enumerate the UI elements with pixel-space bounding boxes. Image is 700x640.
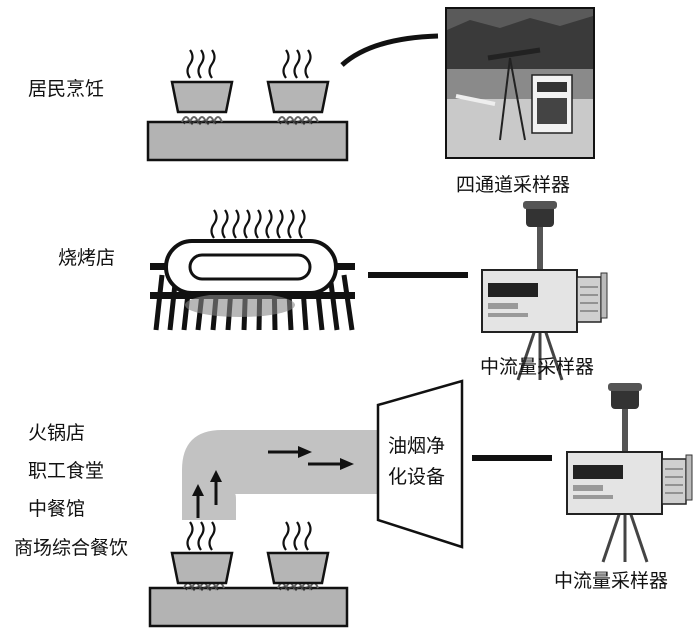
pot-icon xyxy=(266,80,330,114)
stove-icon xyxy=(146,120,349,162)
pot-icon xyxy=(170,551,234,585)
steam-icon xyxy=(210,208,306,240)
source-hotpot: 火锅店 xyxy=(28,422,86,444)
purifier-box xyxy=(376,379,464,549)
residential-stove xyxy=(146,48,349,162)
device-mid-flow-1: 中流量采样器 xyxy=(480,356,595,378)
source-canteen: 职工食堂 xyxy=(28,460,105,482)
source-mall-dining: 商场综合餐饮 xyxy=(14,537,129,559)
source-chinese-restaurant: 中餐馆 xyxy=(28,498,86,520)
connector-line xyxy=(340,33,439,67)
duct-arrow-icon xyxy=(192,446,354,518)
grill-icon xyxy=(150,208,355,331)
photo-icon xyxy=(445,7,595,159)
pot-icon xyxy=(266,551,330,585)
steam-icon xyxy=(282,48,312,80)
sampler-icon xyxy=(565,381,694,564)
steam-icon xyxy=(186,48,216,80)
purifier-label-2: 化设备 xyxy=(388,466,446,488)
device-four-channel: 四通道采样器 xyxy=(456,174,571,196)
stove-icon xyxy=(148,586,349,628)
restaurant-stove xyxy=(148,520,349,628)
exhaust-duct xyxy=(182,430,378,520)
source-residential: 居民烹饪 xyxy=(28,78,105,100)
steam-icon xyxy=(282,520,312,552)
source-bbq: 烧烤店 xyxy=(58,247,116,269)
purifier-label-1: 油烟净 xyxy=(388,435,446,457)
steam-icon xyxy=(186,520,216,552)
connector-line xyxy=(368,272,468,278)
connector-line xyxy=(472,455,552,461)
device-mid-flow-2: 中流量采样器 xyxy=(554,570,669,592)
pot-icon xyxy=(170,80,234,114)
